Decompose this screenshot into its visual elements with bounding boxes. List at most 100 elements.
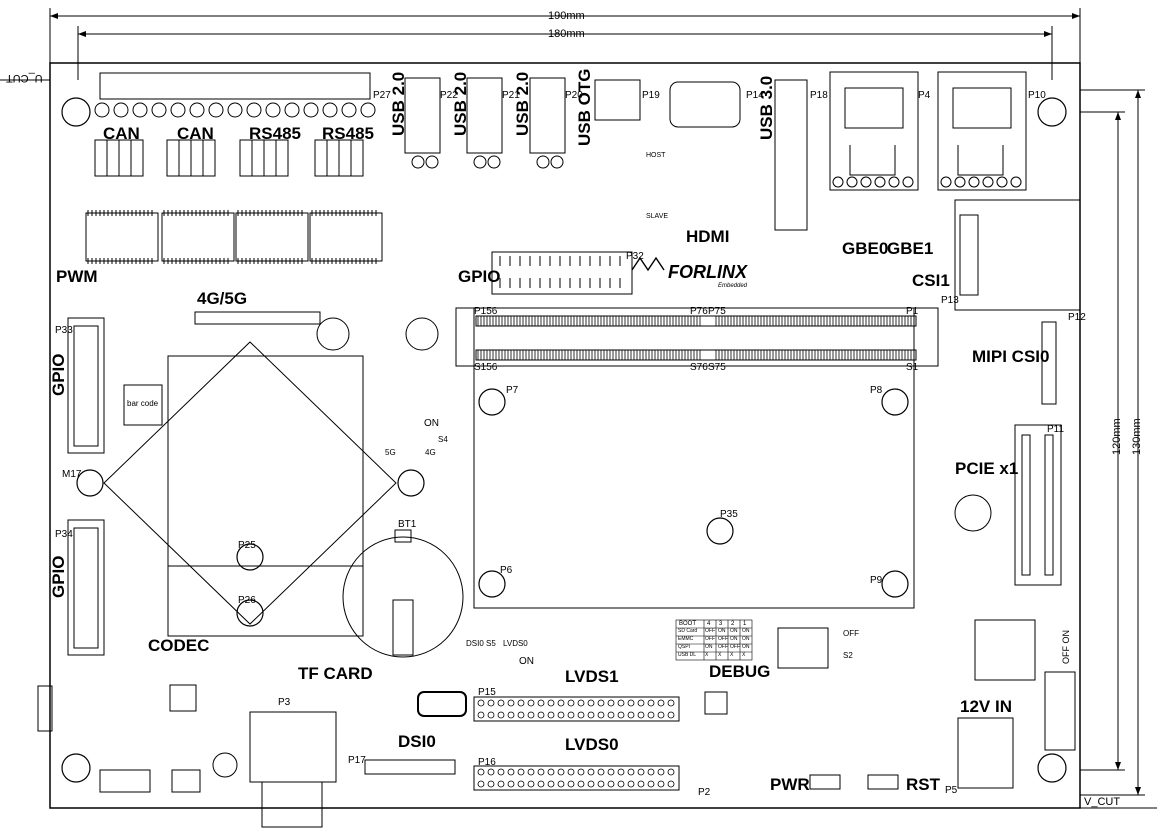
boot-cell: ON: [742, 628, 750, 634]
label-p7: P7: [506, 385, 519, 396]
label-p12: P12: [1068, 312, 1086, 323]
label-m17: M17: [62, 469, 82, 480]
debug-label: DEBUG: [709, 662, 771, 681]
label-p32: P32: [626, 251, 644, 262]
boot-cell: X: [705, 652, 709, 658]
can1-label: CAN: [103, 124, 140, 143]
label-p11: P11: [1047, 424, 1065, 435]
boot-cell: X: [742, 652, 746, 658]
boot-table: [675, 619, 753, 661]
label-p22: P22: [440, 90, 458, 101]
lvds1-header: [473, 696, 680, 722]
gpio-mid-label: GPIO: [458, 267, 501, 286]
label-p75: P75: [708, 306, 726, 317]
lvds0-header: [473, 765, 680, 791]
label-p33: P33: [55, 325, 73, 336]
gbe1-label: GBE1: [887, 239, 934, 258]
forlinx-logo-mark: [631, 256, 665, 272]
rs485-2-label: RS485: [322, 124, 374, 143]
switch-dsi0-label: DSI0: [466, 639, 484, 648]
boot-cell: ON: [730, 628, 738, 634]
label-p35: P35: [720, 509, 738, 520]
boot-cell: ON: [730, 636, 738, 642]
codec-label: CODEC: [148, 636, 210, 655]
dim-190: 190mm: [548, 10, 585, 22]
label-p5: P5: [945, 785, 958, 796]
switch-s4-label: S4: [438, 435, 448, 444]
label-p20: P20: [565, 90, 583, 101]
pcie-slot: [1014, 424, 1062, 586]
battery-holder: [342, 536, 464, 658]
pwm-label: PWM: [56, 267, 98, 286]
dim-130: 130mm: [1131, 418, 1143, 455]
label-p9: P9: [870, 575, 883, 586]
boot-cell: OFF: [705, 628, 715, 634]
boot-cell: ON: [742, 644, 750, 650]
pwr-label: PWR: [770, 775, 810, 794]
label-p13: P13: [941, 295, 959, 306]
pcb-outline: [49, 62, 1081, 809]
switch-s2-label: S2: [843, 651, 853, 660]
usb20-1-label: USB 2.0: [389, 71, 408, 136]
bar-code-label: bar code: [127, 399, 159, 408]
gpio-left-bottom-label: GPIO: [49, 555, 68, 598]
label-p21: P21: [502, 90, 520, 101]
usb-otg-label: USB OTG: [575, 68, 594, 146]
label-p4: P4: [918, 90, 931, 101]
usb30-label: USB 3.0: [757, 75, 776, 140]
label-p3: P3: [278, 697, 291, 708]
boot-cell: OFF: [705, 636, 715, 642]
gbe0-label: GBE0: [842, 239, 889, 258]
boot-header-4: 1: [743, 621, 747, 627]
boot-header-3: 2: [731, 621, 735, 627]
label-p14: P14: [746, 90, 764, 101]
boot-cell: OFF: [718, 644, 728, 650]
label-bt1: BT1: [398, 519, 417, 530]
switch-on-label: ON: [424, 418, 439, 429]
switch-on2-label: ON: [519, 656, 534, 667]
boot-cell: OFF: [718, 636, 728, 642]
dip-off-label: OFF: [843, 629, 859, 638]
label-p16: P16: [478, 757, 496, 768]
lte-label: 4G/5G: [197, 289, 248, 308]
switch-4g-label: 4G: [425, 448, 436, 457]
label-p2: P2: [698, 787, 711, 798]
boot-cell: X: [718, 652, 722, 658]
u-cut-label: U_CUT: [6, 72, 43, 84]
logo-text: FORLINX: [668, 262, 748, 282]
label-p1: P1: [906, 306, 919, 317]
boot-cell: OFF: [730, 644, 740, 650]
label-p15: P15: [478, 687, 496, 698]
label-p18: P18: [810, 90, 828, 101]
label-p156: P156: [474, 306, 498, 317]
label-p25: P25: [238, 540, 256, 551]
csi1-label: CSI1: [912, 271, 950, 290]
usb20-3-label: USB 2.0: [513, 71, 532, 136]
label-p34: P34: [55, 529, 73, 540]
lvds0-label: LVDS0: [565, 735, 619, 754]
boot-header-2: 3: [719, 621, 723, 627]
slave-label: SLAVE: [646, 213, 669, 220]
boot-cell: EMMC: [678, 636, 694, 642]
power-in-label: 12V IN: [960, 697, 1012, 716]
host-label: HOST: [646, 152, 666, 159]
label-p76: P76: [690, 306, 708, 317]
hdmi-label: HDMI: [686, 227, 730, 246]
switch-lvds0-label: LVDS0: [503, 639, 528, 648]
boot-cell: SD Card: [678, 628, 698, 634]
v-cut-label: V_CUT: [1084, 796, 1121, 808]
label-p6: P6: [500, 565, 513, 576]
pcie-label: PCIE x1: [955, 459, 1019, 478]
dim-120: 120mm: [1111, 418, 1123, 455]
label-p17: P17: [348, 755, 366, 766]
lvds1-label: LVDS1: [565, 667, 619, 686]
boot-cell: ON: [742, 636, 750, 642]
boot-cell: USB DL: [678, 652, 697, 658]
label-p27: P27: [373, 90, 391, 101]
label-s1: S1: [906, 362, 919, 373]
label-p8: P8: [870, 385, 883, 396]
switch-5g-label: 5G: [385, 448, 396, 457]
label-s156: S156: [474, 362, 498, 373]
dim-180: 180mm: [548, 28, 585, 40]
